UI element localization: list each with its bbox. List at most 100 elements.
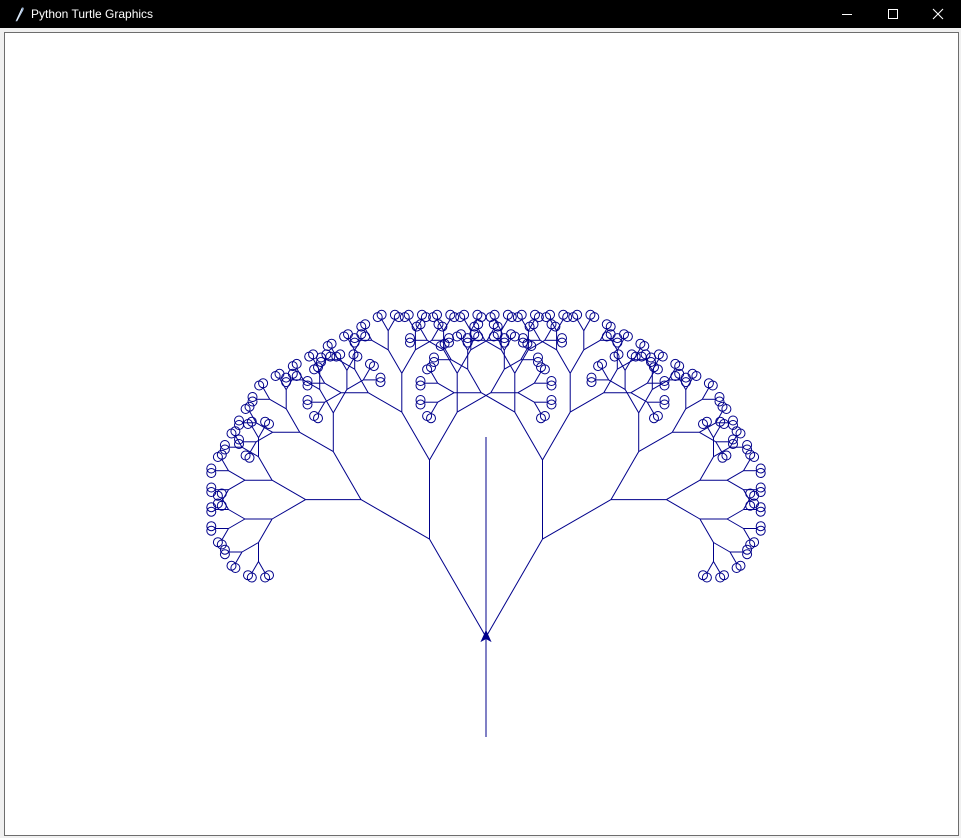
tree-leaf bbox=[403, 309, 414, 320]
close-button[interactable] bbox=[915, 0, 961, 28]
tree-branch bbox=[317, 401, 326, 414]
turtle-canvas[interactable] bbox=[6, 35, 958, 835]
tree-branch bbox=[601, 368, 610, 381]
maximize-button[interactable] bbox=[870, 0, 916, 28]
tree-leaf bbox=[492, 321, 503, 332]
tree-leaf bbox=[715, 572, 726, 583]
tree-branch bbox=[279, 378, 287, 391]
tree-branch bbox=[346, 358, 354, 371]
tree-branch bbox=[429, 411, 458, 461]
tree-leaf bbox=[349, 333, 360, 344]
tree-leaf bbox=[745, 539, 756, 550]
tree-branch bbox=[228, 518, 246, 529]
title-bar[interactable]: Python Turtle Graphics bbox=[0, 0, 961, 28]
tree-branch bbox=[743, 497, 751, 510]
tree-leaf bbox=[646, 357, 656, 367]
tree-branch bbox=[556, 349, 571, 374]
tree-branch bbox=[706, 561, 714, 574]
tree-leaf bbox=[755, 463, 766, 474]
tree-leaf bbox=[244, 401, 255, 412]
tree-leaf bbox=[206, 506, 217, 517]
tree-branch bbox=[569, 392, 605, 413]
tree-branch bbox=[544, 328, 552, 341]
tree-branch bbox=[436, 319, 445, 332]
tree-branch bbox=[599, 328, 608, 341]
tree-leaf bbox=[247, 396, 258, 407]
tree-branch bbox=[324, 392, 342, 403]
tree-leaf bbox=[649, 413, 659, 424]
tree-leaf bbox=[657, 351, 668, 362]
tree-leaf bbox=[546, 380, 557, 391]
tree-leaf bbox=[449, 312, 460, 323]
tree-leaf bbox=[731, 563, 742, 573]
minimize-button[interactable] bbox=[824, 0, 870, 28]
tree-branch bbox=[437, 392, 455, 403]
tree-branch bbox=[364, 328, 373, 341]
tree-leaf bbox=[462, 333, 473, 344]
tree-leaf bbox=[281, 372, 292, 383]
tree-branch bbox=[583, 319, 591, 332]
tree-leaf bbox=[206, 525, 217, 536]
tree-leaf bbox=[206, 487, 217, 497]
tree-branch bbox=[743, 458, 751, 471]
tree-leaf bbox=[247, 392, 258, 402]
tree-leaf bbox=[360, 319, 371, 330]
tree-branch bbox=[387, 349, 403, 374]
tree-leaf bbox=[674, 361, 685, 372]
tree-branch bbox=[255, 422, 273, 433]
tree-leaf bbox=[691, 371, 702, 381]
tree-branch bbox=[460, 338, 469, 351]
tree-branch bbox=[617, 359, 635, 370]
tree-leaf bbox=[415, 319, 426, 330]
tree-branch bbox=[569, 349, 585, 374]
tree-branch bbox=[221, 528, 229, 541]
tree-leaf bbox=[226, 560, 237, 571]
tree-leaf bbox=[755, 506, 766, 517]
tree-leaf bbox=[439, 338, 450, 349]
tree-branch bbox=[258, 456, 273, 481]
tree-branch bbox=[616, 338, 625, 351]
tree-branch bbox=[500, 319, 509, 332]
tree-branch bbox=[262, 387, 271, 400]
tree-branch bbox=[624, 389, 640, 414]
tree-leaf bbox=[302, 380, 313, 391]
tree-branch bbox=[228, 470, 246, 481]
tree-branch bbox=[337, 359, 355, 370]
tree-branch bbox=[354, 368, 369, 393]
tree-leaf bbox=[622, 331, 633, 342]
tree-leaf bbox=[302, 376, 313, 386]
tree-leaf bbox=[216, 449, 227, 460]
tree-branch bbox=[477, 328, 486, 341]
tree-leaf bbox=[698, 570, 708, 581]
tree-branch bbox=[500, 349, 516, 374]
tree-branch bbox=[685, 398, 703, 410]
tree-leaf bbox=[206, 463, 217, 474]
tree-branch bbox=[527, 319, 536, 332]
tree-leaf bbox=[557, 333, 567, 344]
tree-branch bbox=[671, 408, 687, 433]
tree-leaf bbox=[313, 362, 323, 373]
tree-leaf bbox=[572, 309, 583, 320]
tree-leaf bbox=[506, 312, 517, 323]
tree-leaf bbox=[316, 357, 326, 367]
tree-branch bbox=[456, 392, 492, 413]
tree-branch bbox=[494, 319, 502, 332]
tree-branch bbox=[444, 347, 452, 360]
tree-leaf bbox=[674, 368, 685, 379]
tree-leaf bbox=[234, 434, 244, 445]
tree-branch bbox=[706, 425, 714, 438]
tree-branch bbox=[726, 518, 744, 529]
tree-branch bbox=[685, 378, 693, 391]
tree-branch bbox=[450, 359, 468, 370]
tree-leaf bbox=[630, 351, 641, 362]
tree-leaf bbox=[444, 337, 454, 348]
tree-leaf bbox=[562, 312, 573, 323]
tree-leaf bbox=[429, 357, 439, 367]
tree-leaf bbox=[432, 309, 442, 320]
tree-branch bbox=[362, 368, 371, 381]
tree-branch bbox=[346, 379, 364, 390]
tree-branch bbox=[251, 425, 259, 438]
tree-branch bbox=[533, 371, 542, 384]
tree-branch bbox=[443, 349, 458, 374]
